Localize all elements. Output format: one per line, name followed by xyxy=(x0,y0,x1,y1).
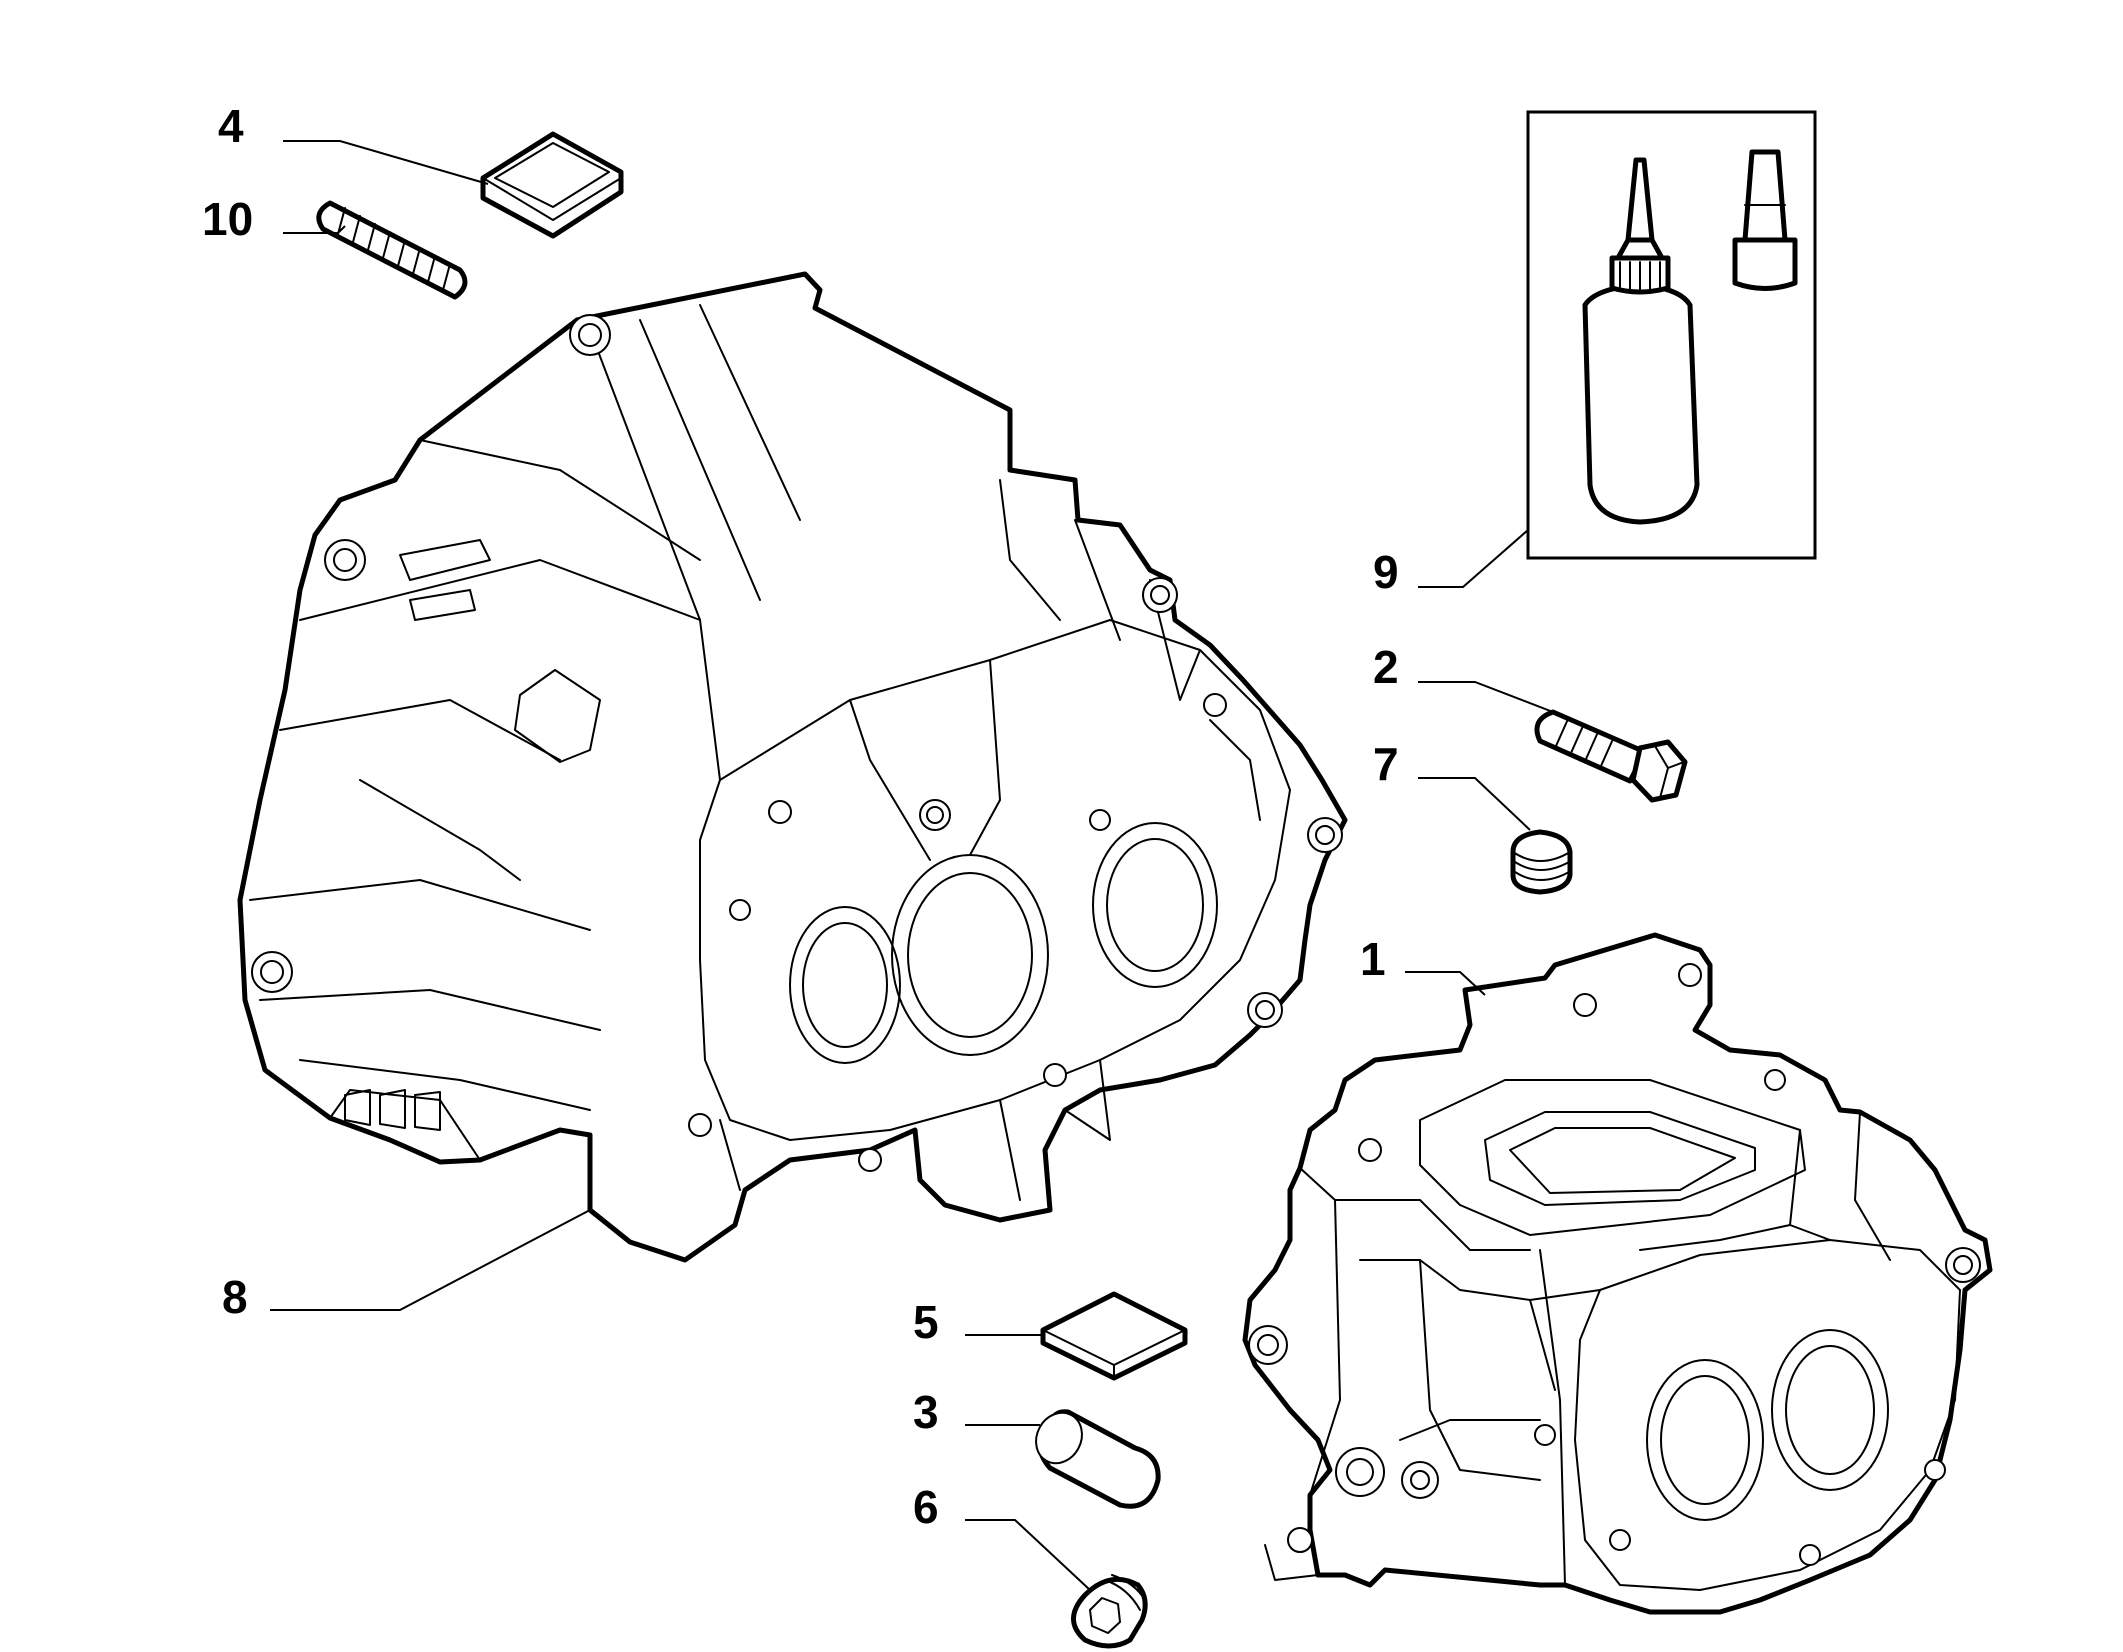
part-labels: 4 10 9 2 7 1 8 5 3 6 xyxy=(202,100,1399,1533)
part-label-1: 1 xyxy=(1360,933,1386,985)
part-2-hex-bolt xyxy=(1534,709,1688,803)
part-6-set-screw xyxy=(1071,1574,1148,1649)
part-label-8: 8 xyxy=(222,1271,248,1323)
part-label-4: 4 xyxy=(218,100,244,152)
part-7-threaded-plug xyxy=(1510,829,1573,895)
part-label-3: 3 xyxy=(913,1386,939,1438)
part-3-dowel-pin xyxy=(1035,1409,1161,1509)
part-10-threaded-stud xyxy=(316,200,468,300)
part-8-clutch-housing xyxy=(237,271,1348,1263)
part-9-sealant-kit xyxy=(1526,110,1817,560)
part-label-5: 5 xyxy=(913,1296,939,1348)
part-4-square-plug xyxy=(480,131,624,239)
part-label-10: 10 xyxy=(202,193,253,245)
part-label-7: 7 xyxy=(1373,738,1399,790)
leader-lines xyxy=(270,140,1554,1591)
part-label-6: 6 xyxy=(913,1481,939,1533)
part-1-gearbox-casing xyxy=(1242,932,1993,1615)
part-label-2: 2 xyxy=(1373,641,1399,693)
part-5-flat-pad xyxy=(1040,1291,1188,1381)
part-label-9: 9 xyxy=(1373,546,1399,598)
